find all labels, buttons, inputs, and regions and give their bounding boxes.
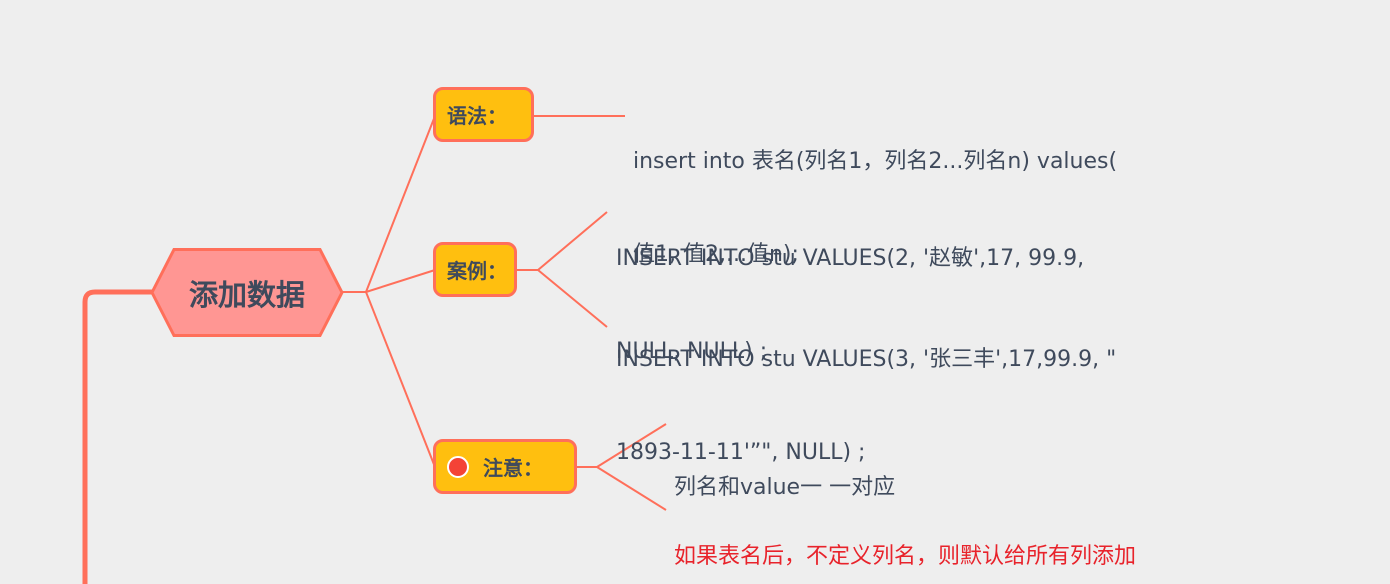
topic-syntax[interactable]: 语法： xyxy=(433,87,534,142)
example-leaf-2-line-1: INSERT INTO stu VALUES(3, '张三丰',17,99.9,… xyxy=(616,347,1117,372)
connector-notice xyxy=(365,291,436,468)
topic-example-label: 案例： xyxy=(447,259,507,283)
notice-leaf-1-line-1: 列名和value一 一对应 xyxy=(674,475,896,500)
red-priority-dot-icon xyxy=(447,455,469,478)
hexagon-shape xyxy=(150,248,344,337)
parent-connector xyxy=(82,289,152,584)
example-leaf-1[interactable]: INSERT INTO stu VALUES(2, '赵敏',17, 99.9,… xyxy=(616,181,1084,398)
central-topic[interactable]: 添加数据 xyxy=(150,248,344,337)
topic-notice-label: 注意： xyxy=(483,456,543,480)
syntax-leaf-line-1: insert into 表名(列名1，列名2...列名n) values( xyxy=(633,149,1118,174)
syntax-leaf-line-2: 值1, 值2,...值n); xyxy=(633,242,799,267)
topic-notice[interactable]: 注意： xyxy=(433,439,577,494)
connector-example-leaf-2 xyxy=(537,269,608,328)
central-topic-label: 添加数据 xyxy=(188,277,305,312)
topic-example[interactable]: 案例： xyxy=(433,242,517,297)
notice-leaf-2[interactable]: 如果表名后，不定义列名，则默认给所有列添加 值 xyxy=(674,479,1136,584)
notice-leaf-2-line-1: 如果表名后，不定义列名，则默认给所有列添加 xyxy=(674,544,1137,569)
topic-syntax-label: 语法： xyxy=(447,104,507,128)
connector-syntax xyxy=(365,115,436,293)
connector-example xyxy=(365,269,436,293)
connector-example-leaf-1 xyxy=(537,211,608,271)
example-leaf-2[interactable]: INSERT INTO stu VALUES(3, '张三丰',17,99.9,… xyxy=(616,282,1116,499)
syntax-leaf[interactable]: insert into 表名(列名1，列名2...列名n) values( 值1… xyxy=(633,84,1117,301)
example-leaf-1-line-1: INSERT INTO stu VALUES(2, '赵敏',17, 99.9, xyxy=(616,246,1085,271)
notice-leaf-1[interactable]: 列名和value一 一对应 xyxy=(674,410,895,534)
example-leaf-1-line-2: NULL, NULL) ; xyxy=(616,339,768,364)
example-leaf-2-line-2: 1893-11-11'”", NULL) ; xyxy=(616,440,866,465)
